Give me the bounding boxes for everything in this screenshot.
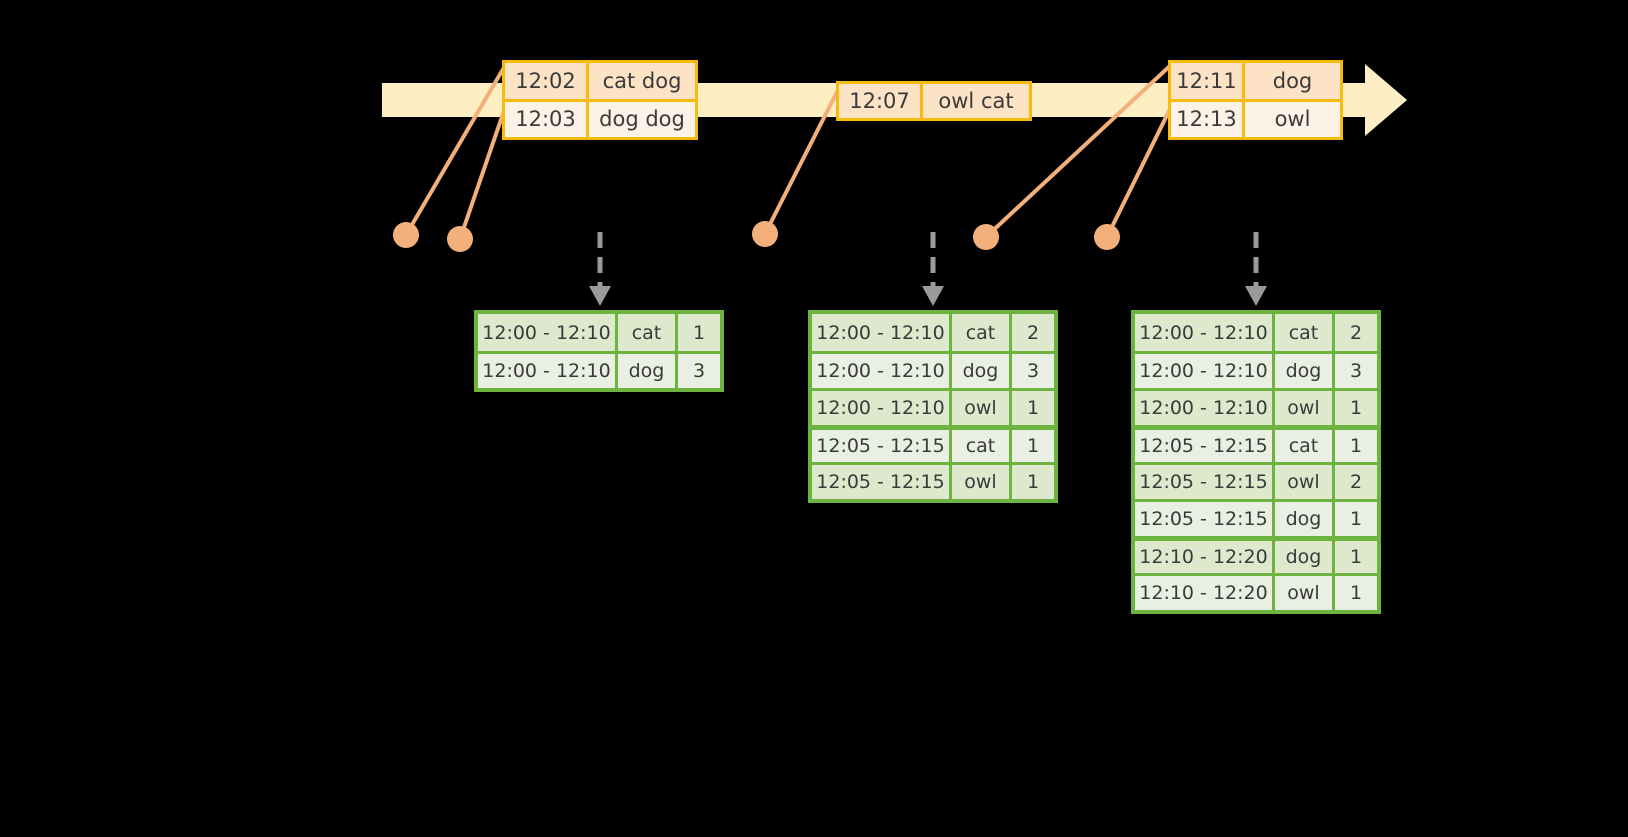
event-row: 12:07 owl cat — [839, 84, 1029, 118]
count-cell: 1 — [678, 314, 720, 351]
window-cell: 12:05 - 12:15 — [1135, 502, 1275, 536]
event-time: 12:07 — [839, 84, 923, 118]
event-value: cat dog — [589, 63, 695, 99]
connector-5-dot — [1094, 224, 1120, 250]
key-cell: owl — [1275, 576, 1335, 610]
key-cell: cat — [1275, 430, 1335, 462]
event-time: 12:03 — [505, 101, 589, 137]
key-cell: dog — [618, 354, 678, 388]
window-cell: 12:05 - 12:15 — [1135, 465, 1275, 499]
event-box-group-2[interactable]: 12:07 owl cat — [836, 81, 1032, 121]
event-row: 12:02 cat dog — [505, 63, 695, 99]
count-cell: 1 — [1335, 391, 1377, 425]
window-cell: 12:10 - 12:20 — [1135, 541, 1275, 573]
key-cell: owl — [952, 391, 1012, 425]
key-cell: cat — [952, 430, 1012, 462]
key-cell: cat — [1275, 314, 1335, 351]
event-row: 12:03 dog dog — [505, 98, 695, 137]
key-cell: cat — [618, 314, 678, 351]
count-cell: 1 — [1335, 430, 1377, 462]
window-cell: 12:00 - 12:10 — [1135, 391, 1275, 425]
connector-4-dot — [973, 224, 999, 250]
count-cell: 3 — [678, 354, 720, 388]
count-cell: 1 — [1335, 502, 1377, 536]
event-value: owl — [1245, 101, 1340, 137]
count-cell: 1 — [1335, 541, 1377, 573]
count-cell: 2 — [1012, 314, 1054, 351]
window-cell: 12:00 - 12:10 — [812, 354, 952, 388]
event-time: 12:13 — [1171, 101, 1245, 137]
window-cell: 12:05 - 12:15 — [812, 430, 952, 462]
key-cell: owl — [952, 465, 1012, 499]
event-time: 12:02 — [505, 63, 589, 99]
count-cell: 3 — [1335, 354, 1377, 388]
event-value: dog — [1245, 63, 1340, 99]
window-cell: 12:00 - 12:10 — [812, 391, 952, 425]
key-cell: owl — [1275, 391, 1335, 425]
connector-2-line — [458, 104, 508, 240]
connector-1-dot — [393, 222, 419, 248]
connector-2-dot — [447, 226, 473, 252]
count-cell: 3 — [1012, 354, 1054, 388]
key-cell: owl — [1275, 465, 1335, 499]
window-cell: 12:00 - 12:10 — [1135, 354, 1275, 388]
flow-arrow-3 — [1243, 232, 1269, 310]
connector-5-line — [1105, 104, 1174, 238]
connector-3-dot — [752, 221, 778, 247]
timeline-arrowhead-icon — [1365, 64, 1407, 136]
window-cell: 12:05 - 12:15 — [1135, 430, 1275, 462]
key-cell: dog — [1275, 502, 1335, 536]
event-box-group-1[interactable]: 12:02 cat dog 12:03 dog dog — [502, 60, 698, 140]
key-cell: dog — [1275, 354, 1335, 388]
window-cell: 12:10 - 12:20 — [1135, 576, 1275, 610]
event-row: 12:11 dog — [1171, 63, 1340, 99]
count-cell: 2 — [1335, 314, 1377, 351]
window-cell: 12:00 - 12:10 — [812, 314, 952, 351]
count-cell: 1 — [1012, 430, 1054, 462]
window-cell: 12:00 - 12:10 — [478, 314, 618, 351]
count-cell: 1 — [1335, 576, 1377, 610]
event-box-group-3[interactable]: 12:11 dog 12:13 owl — [1168, 60, 1343, 140]
count-cell: 1 — [1012, 391, 1054, 425]
event-value: dog dog — [589, 101, 695, 137]
event-time: 12:11 — [1171, 63, 1245, 99]
window-cell: 12:00 - 12:10 — [478, 354, 618, 388]
event-row: 12:13 owl — [1171, 98, 1340, 137]
key-cell: cat — [952, 314, 1012, 351]
flow-arrow-1 — [587, 232, 613, 310]
count-cell: 2 — [1335, 465, 1377, 499]
key-cell: dog — [1275, 541, 1335, 573]
flow-arrow-2 — [920, 232, 946, 310]
key-cell: dog — [952, 354, 1012, 388]
count-cell: 1 — [1012, 465, 1054, 499]
window-cell: 12:00 - 12:10 — [1135, 314, 1275, 351]
window-cell: 12:05 - 12:15 — [812, 465, 952, 499]
event-value: owl cat — [923, 84, 1029, 118]
